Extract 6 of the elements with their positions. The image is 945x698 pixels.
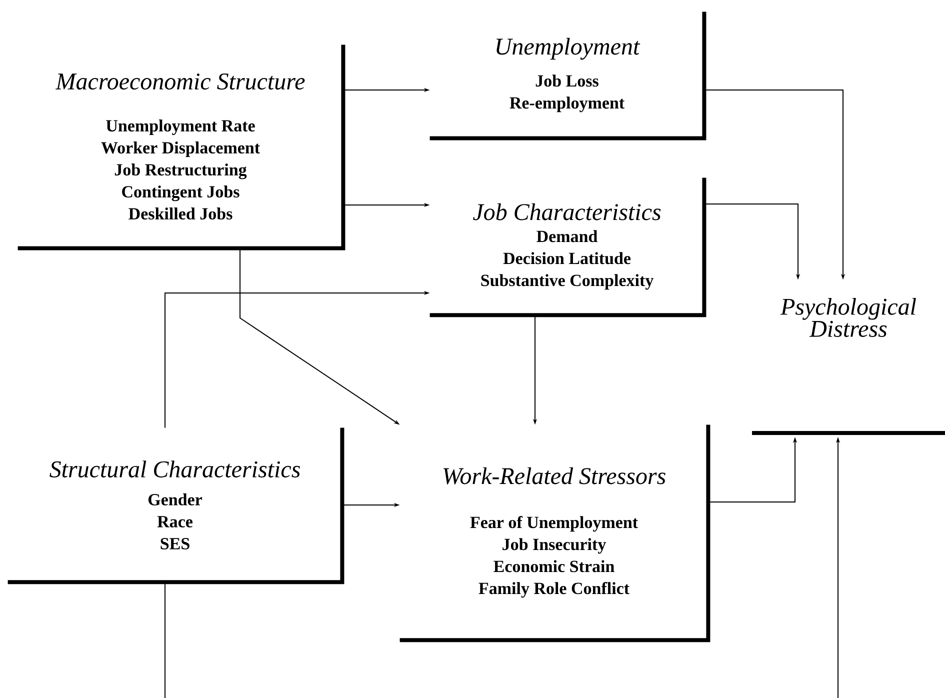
framed-box: Macroeconomic Structure Unemployment Rate Worker Displacement Job Restructuring Contingent Jobs Deskilled Jobs [18,44,346,250]
framed-box: Unemployment Job Loss Re-employment [430,12,706,140]
framed-box: Structural Characteristics Gender Race SES [8,428,344,584]
framed-box: Work-Related Stressors Fear of Unemployment Job Insecurity Economic Strain Family Role Conflict [400,424,710,642]
framed-box: Job Characteristics Demand Decision Latitude Substantive Complexity [430,178,706,318]
label-with-bar: Psychological Distress [752,298,945,435]
